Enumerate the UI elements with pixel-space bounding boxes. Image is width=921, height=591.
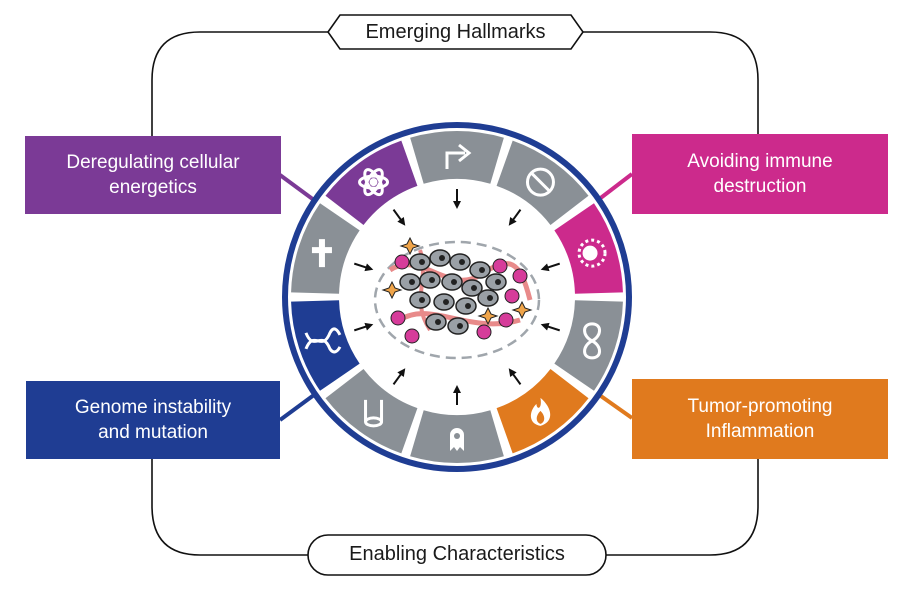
- cell-nucleus: [429, 277, 435, 283]
- box-line-1: Deregulating cellular: [66, 152, 240, 173]
- arrow-head: [397, 368, 406, 378]
- cell-nucleus: [471, 285, 477, 291]
- box-line-1: Genome instability: [74, 397, 232, 418]
- atom-icon: [358, 168, 390, 197]
- arrow-head: [453, 385, 461, 393]
- arrow-head: [364, 263, 374, 272]
- stromal-cell: [511, 300, 533, 320]
- immune-cell: [492, 258, 508, 274]
- box-line-2: energetics: [109, 177, 197, 198]
- cell-nucleus: [459, 259, 465, 265]
- box-line-2: destruction: [713, 176, 807, 197]
- immune-cell-icon: [577, 238, 607, 268]
- bent-arrow-icon: [445, 143, 472, 169]
- bottom-tag-outline: [307, 534, 607, 576]
- immune-cell: [390, 310, 406, 326]
- leader-line-top-right: [596, 172, 634, 202]
- infinity-icon: [583, 322, 602, 360]
- stromal-cell: [477, 306, 499, 326]
- cell-nucleus: [451, 279, 457, 285]
- arrow-head: [397, 216, 406, 226]
- stromal-cell: [381, 280, 403, 300]
- wheel-segment: [325, 368, 418, 454]
- enabling-characteristics-label: Enabling Characteristics: [349, 542, 565, 565]
- cell-nucleus: [479, 267, 485, 273]
- blood-vessel-icon: [364, 399, 384, 428]
- immune-cell: [512, 268, 528, 284]
- cell-nucleus: [465, 303, 471, 309]
- cell-nucleus: [495, 279, 501, 285]
- emerging-hallmarks-label: Emerging Hallmarks: [365, 20, 546, 43]
- bottom-connector-left: [151, 459, 308, 556]
- leader-line-bottom-left: [278, 390, 320, 422]
- arrow-head: [540, 322, 550, 331]
- cell-nucleus: [487, 295, 493, 301]
- arrow-head: [364, 322, 374, 331]
- avoiding-immune-destruction-box: Avoiding immune destruction: [632, 134, 888, 214]
- immune-cell: [498, 312, 514, 328]
- no-sign-icon: [525, 167, 555, 197]
- top-connector-right: [583, 31, 759, 134]
- arrow-head: [540, 263, 550, 272]
- cell-nucleus: [457, 323, 463, 329]
- immune-cell: [504, 288, 520, 304]
- leader-line-bottom-right: [596, 392, 634, 420]
- genome-instability-box: Genome instability and mutation: [26, 381, 280, 459]
- immune-cell: [404, 328, 420, 344]
- box-line-2: Inflammation: [705, 421, 815, 442]
- dna-icon: [304, 327, 342, 354]
- top-tag-outline: [327, 14, 584, 50]
- arrow-head: [508, 216, 517, 226]
- stromal-cell: [399, 236, 421, 256]
- cell-nucleus: [419, 259, 425, 265]
- arrow-head: [453, 201, 461, 209]
- wheel-inner-disc: [341, 181, 573, 413]
- top-connector-left: [151, 31, 328, 136]
- cell-nucleus: [409, 279, 415, 285]
- arrow-head: [508, 368, 517, 378]
- leader-line-top-left: [278, 173, 320, 205]
- immune-cell: [476, 324, 492, 340]
- cell-nucleus: [419, 297, 425, 303]
- tumor-cell-cluster: [373, 236, 541, 360]
- deregulating-energetics-box: Deregulating cellular energetics: [25, 136, 281, 214]
- flame-icon: [530, 397, 551, 426]
- cell-invasion-icon: [450, 428, 464, 451]
- inward-arrows: [353, 189, 561, 405]
- box-line-1: Avoiding immune: [687, 151, 833, 172]
- cell-nucleus: [439, 255, 445, 261]
- segment-icons: [304, 143, 607, 451]
- bottom-connector-right: [606, 459, 759, 556]
- box-line-1: Tumor-promoting: [687, 396, 833, 417]
- wheel-segment: [554, 300, 623, 391]
- wheel-segment: [291, 300, 360, 391]
- immune-cell: [394, 254, 410, 270]
- wheel-segment: [410, 130, 504, 184]
- cross-grave-icon: [311, 239, 332, 268]
- box-line-2: and mutation: [98, 422, 208, 443]
- cell-nucleus: [435, 319, 441, 325]
- cell-nucleus: [443, 299, 449, 305]
